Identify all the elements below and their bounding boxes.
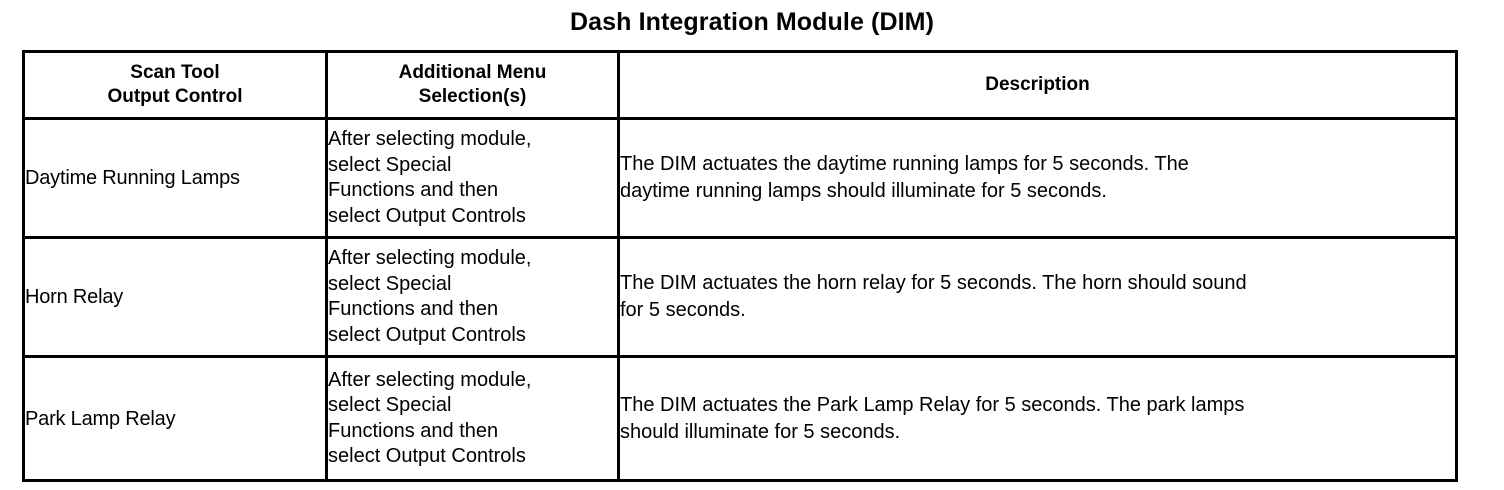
page-title: Dash Integration Module (DIM) <box>570 8 934 36</box>
cell-scan-tool-output-control: Daytime Running Lamps <box>22 117 328 239</box>
menu-line-1: After selecting module, <box>328 128 532 150</box>
menu-line-3: Functions and then <box>328 179 499 201</box>
menu-line-2: select Special <box>328 272 452 295</box>
column-header-line-2: Selection(s) <box>418 86 527 107</box>
menu-line-4: select Output Controls <box>328 323 526 346</box>
menu-line-1: After selecting module, <box>328 368 532 391</box>
description-line-2: should illuminate for 5 seconds. <box>620 420 901 443</box>
menu-line-3: Functions and then <box>328 298 499 320</box>
description-line-2: daytime running lamps should illuminate … <box>620 180 1107 202</box>
column-header-line-1: Additional Menu <box>398 62 547 83</box>
table-row: Park Lamp Relay After selecting module, … <box>22 355 1458 482</box>
cell-description: The DIM actuates the daytime running lam… <box>617 117 1458 239</box>
column-header-description: Description <box>617 50 1458 120</box>
menu-line-2: select Special <box>328 153 452 176</box>
table-row: Horn Relay After selecting module, selec… <box>22 236 1458 358</box>
description-line-1: The DIM actuates the Park Lamp Relay for… <box>620 393 1245 416</box>
menu-line-1: After selecting module, <box>328 247 532 269</box>
output-control-table: Scan Tool Output Control Additional Menu… <box>22 50 1458 482</box>
description-line-1: The DIM actuates the horn relay for 5 se… <box>620 272 1247 294</box>
table-row: Daytime Running Lamps After selecting mo… <box>22 117 1458 239</box>
cell-additional-menu-selections: After selecting module, select Special F… <box>325 117 620 239</box>
menu-line-3: Functions and then <box>328 419 499 442</box>
menu-line-4: select Output Controls <box>328 445 526 467</box>
column-header-line-1: Description <box>985 74 1090 95</box>
description-line-1: The DIM actuates the daytime running lam… <box>620 153 1189 175</box>
menu-line-2: select Special <box>328 394 452 416</box>
cell-scan-tool-output-control: Horn Relay <box>22 236 328 358</box>
column-header-line-1: Scan Tool <box>130 62 220 83</box>
column-header-scan-tool-output-control: Scan Tool Output Control <box>22 50 328 120</box>
cell-additional-menu-selections: After selecting module, select Special F… <box>325 236 620 358</box>
cell-additional-menu-selections: After selecting module, select Special F… <box>325 355 620 482</box>
cell-description: The DIM actuates the horn relay for 5 se… <box>617 236 1458 358</box>
description-line-2: for 5 seconds. <box>620 299 746 321</box>
column-header-additional-menu-selections: Additional Menu Selection(s) <box>325 50 620 120</box>
menu-line-4: select Output Controls <box>328 204 526 227</box>
cell-description: The DIM actuates the Park Lamp Relay for… <box>617 355 1458 482</box>
column-header-line-2: Output Control <box>107 86 243 107</box>
cell-scan-tool-output-control: Park Lamp Relay <box>22 355 328 482</box>
table-header-row: Scan Tool Output Control Additional Menu… <box>22 50 1458 120</box>
